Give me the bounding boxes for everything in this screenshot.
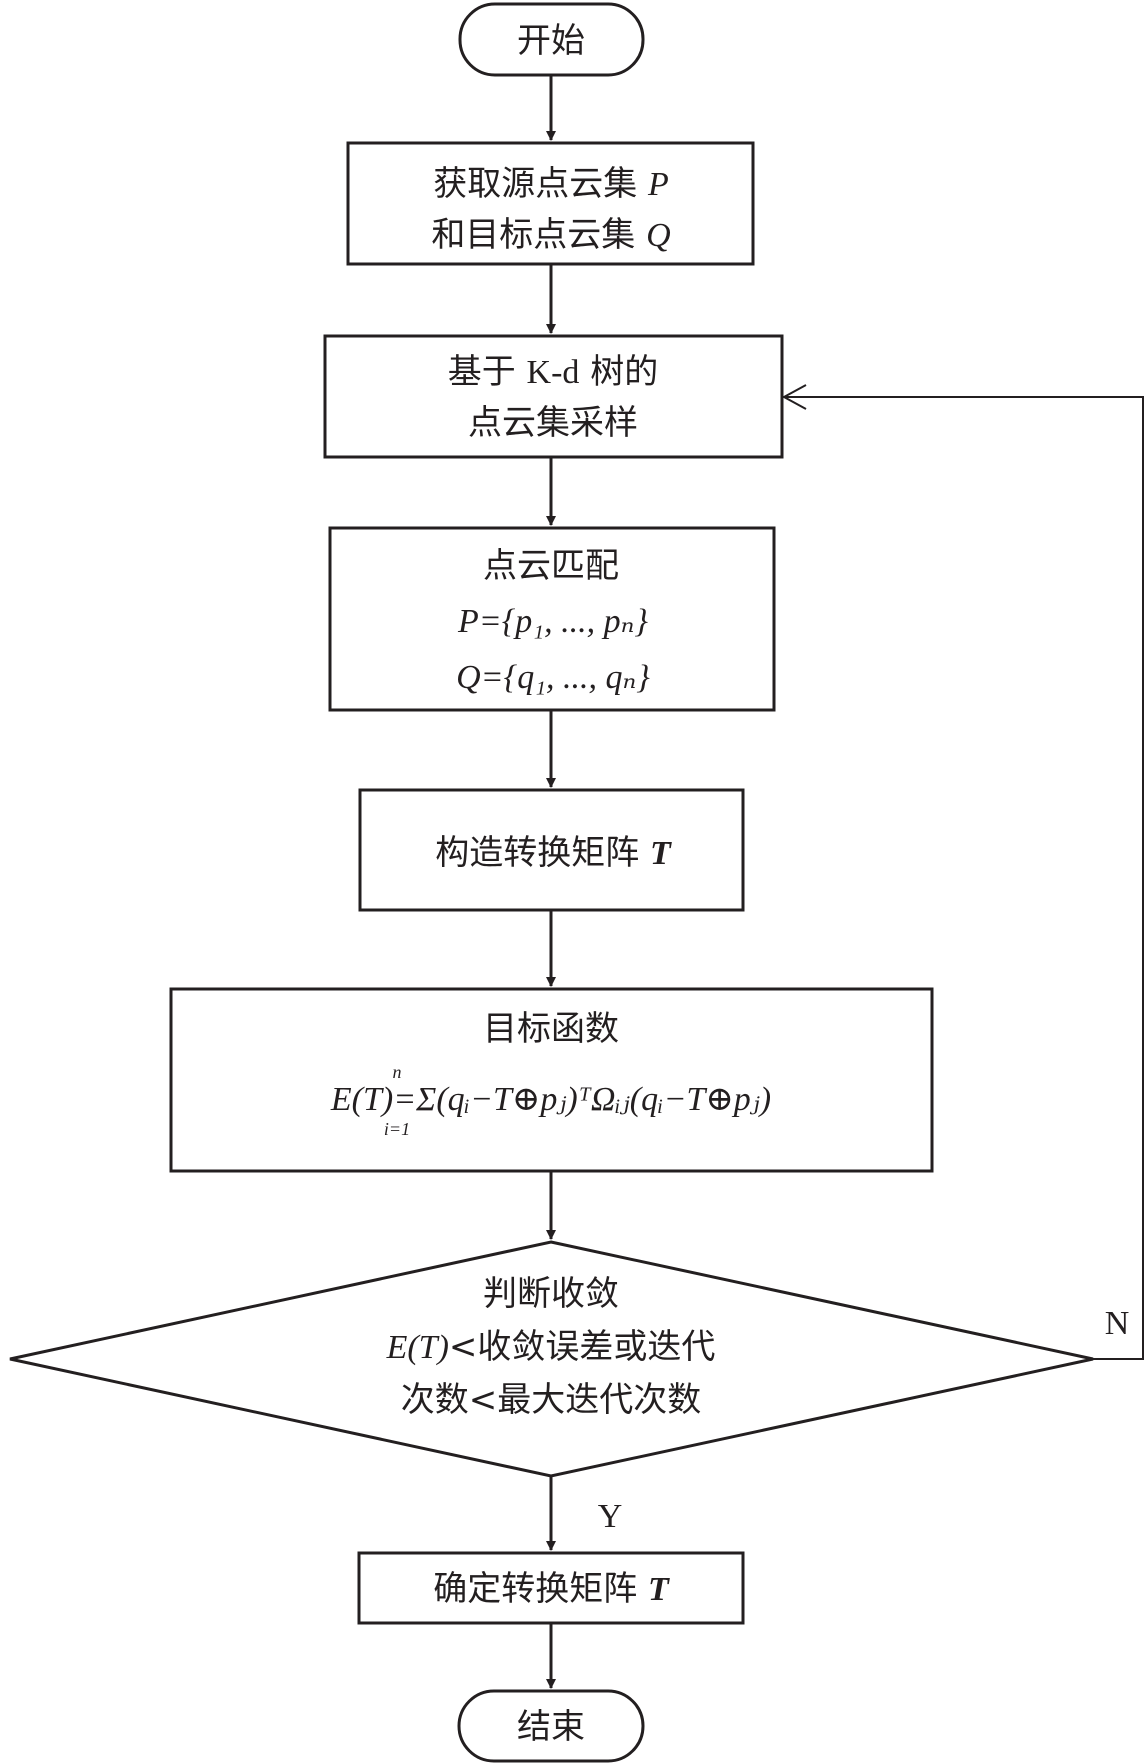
acquire-box: [346, 141, 755, 266]
match-box: [328, 526, 776, 712]
objective-box: [169, 987, 934, 1173]
sample-line2: 点云集采样: [468, 403, 638, 443]
start-label: 开始: [517, 21, 585, 61]
edge-label-yes: Y: [598, 1498, 623, 1535]
decision-line3: 次数<最大迭代次数: [401, 1380, 702, 1420]
acquire-line1: 获取源点云集 P: [433, 164, 669, 204]
construct-box: [358, 788, 745, 912]
edge-label-no: N: [1105, 1305, 1130, 1342]
objective-sum-upper: n: [393, 1062, 402, 1082]
decision-line2: E(T)<收敛误差或迭代: [386, 1327, 716, 1367]
decision-line1: 判断收敛: [483, 1274, 619, 1314]
loop-back-line: [784, 396, 1144, 1360]
objective-sum-lower: i=1: [384, 1119, 410, 1139]
objective-title: 目标函数: [483, 1009, 619, 1049]
sample-box: [323, 334, 784, 459]
objective-formula: E(T)=Σ(qᵢ−T⊕pⱼ)ᵀΩᵢⱼ(qᵢ−T⊕pⱼ): [330, 1081, 771, 1118]
match-title: 点云匹配: [483, 546, 619, 586]
match-q-set: Q={q₁, ..., qₙ}: [456, 659, 650, 696]
end-terminal: [457, 1689, 645, 1763]
determine-label: 确定转换矩阵 T: [433, 1569, 670, 1609]
match-p-set: P={p₁, ..., pₙ}: [457, 603, 648, 640]
end-label: 结束: [517, 1707, 585, 1747]
acquire-line2: 和目标点云集 Q: [431, 215, 670, 255]
loop-back-arrowhead: [781, 384, 807, 410]
construct-label: 构造转换矩阵 T: [435, 833, 672, 873]
sample-line1: 基于 K-d 树的: [448, 352, 659, 392]
